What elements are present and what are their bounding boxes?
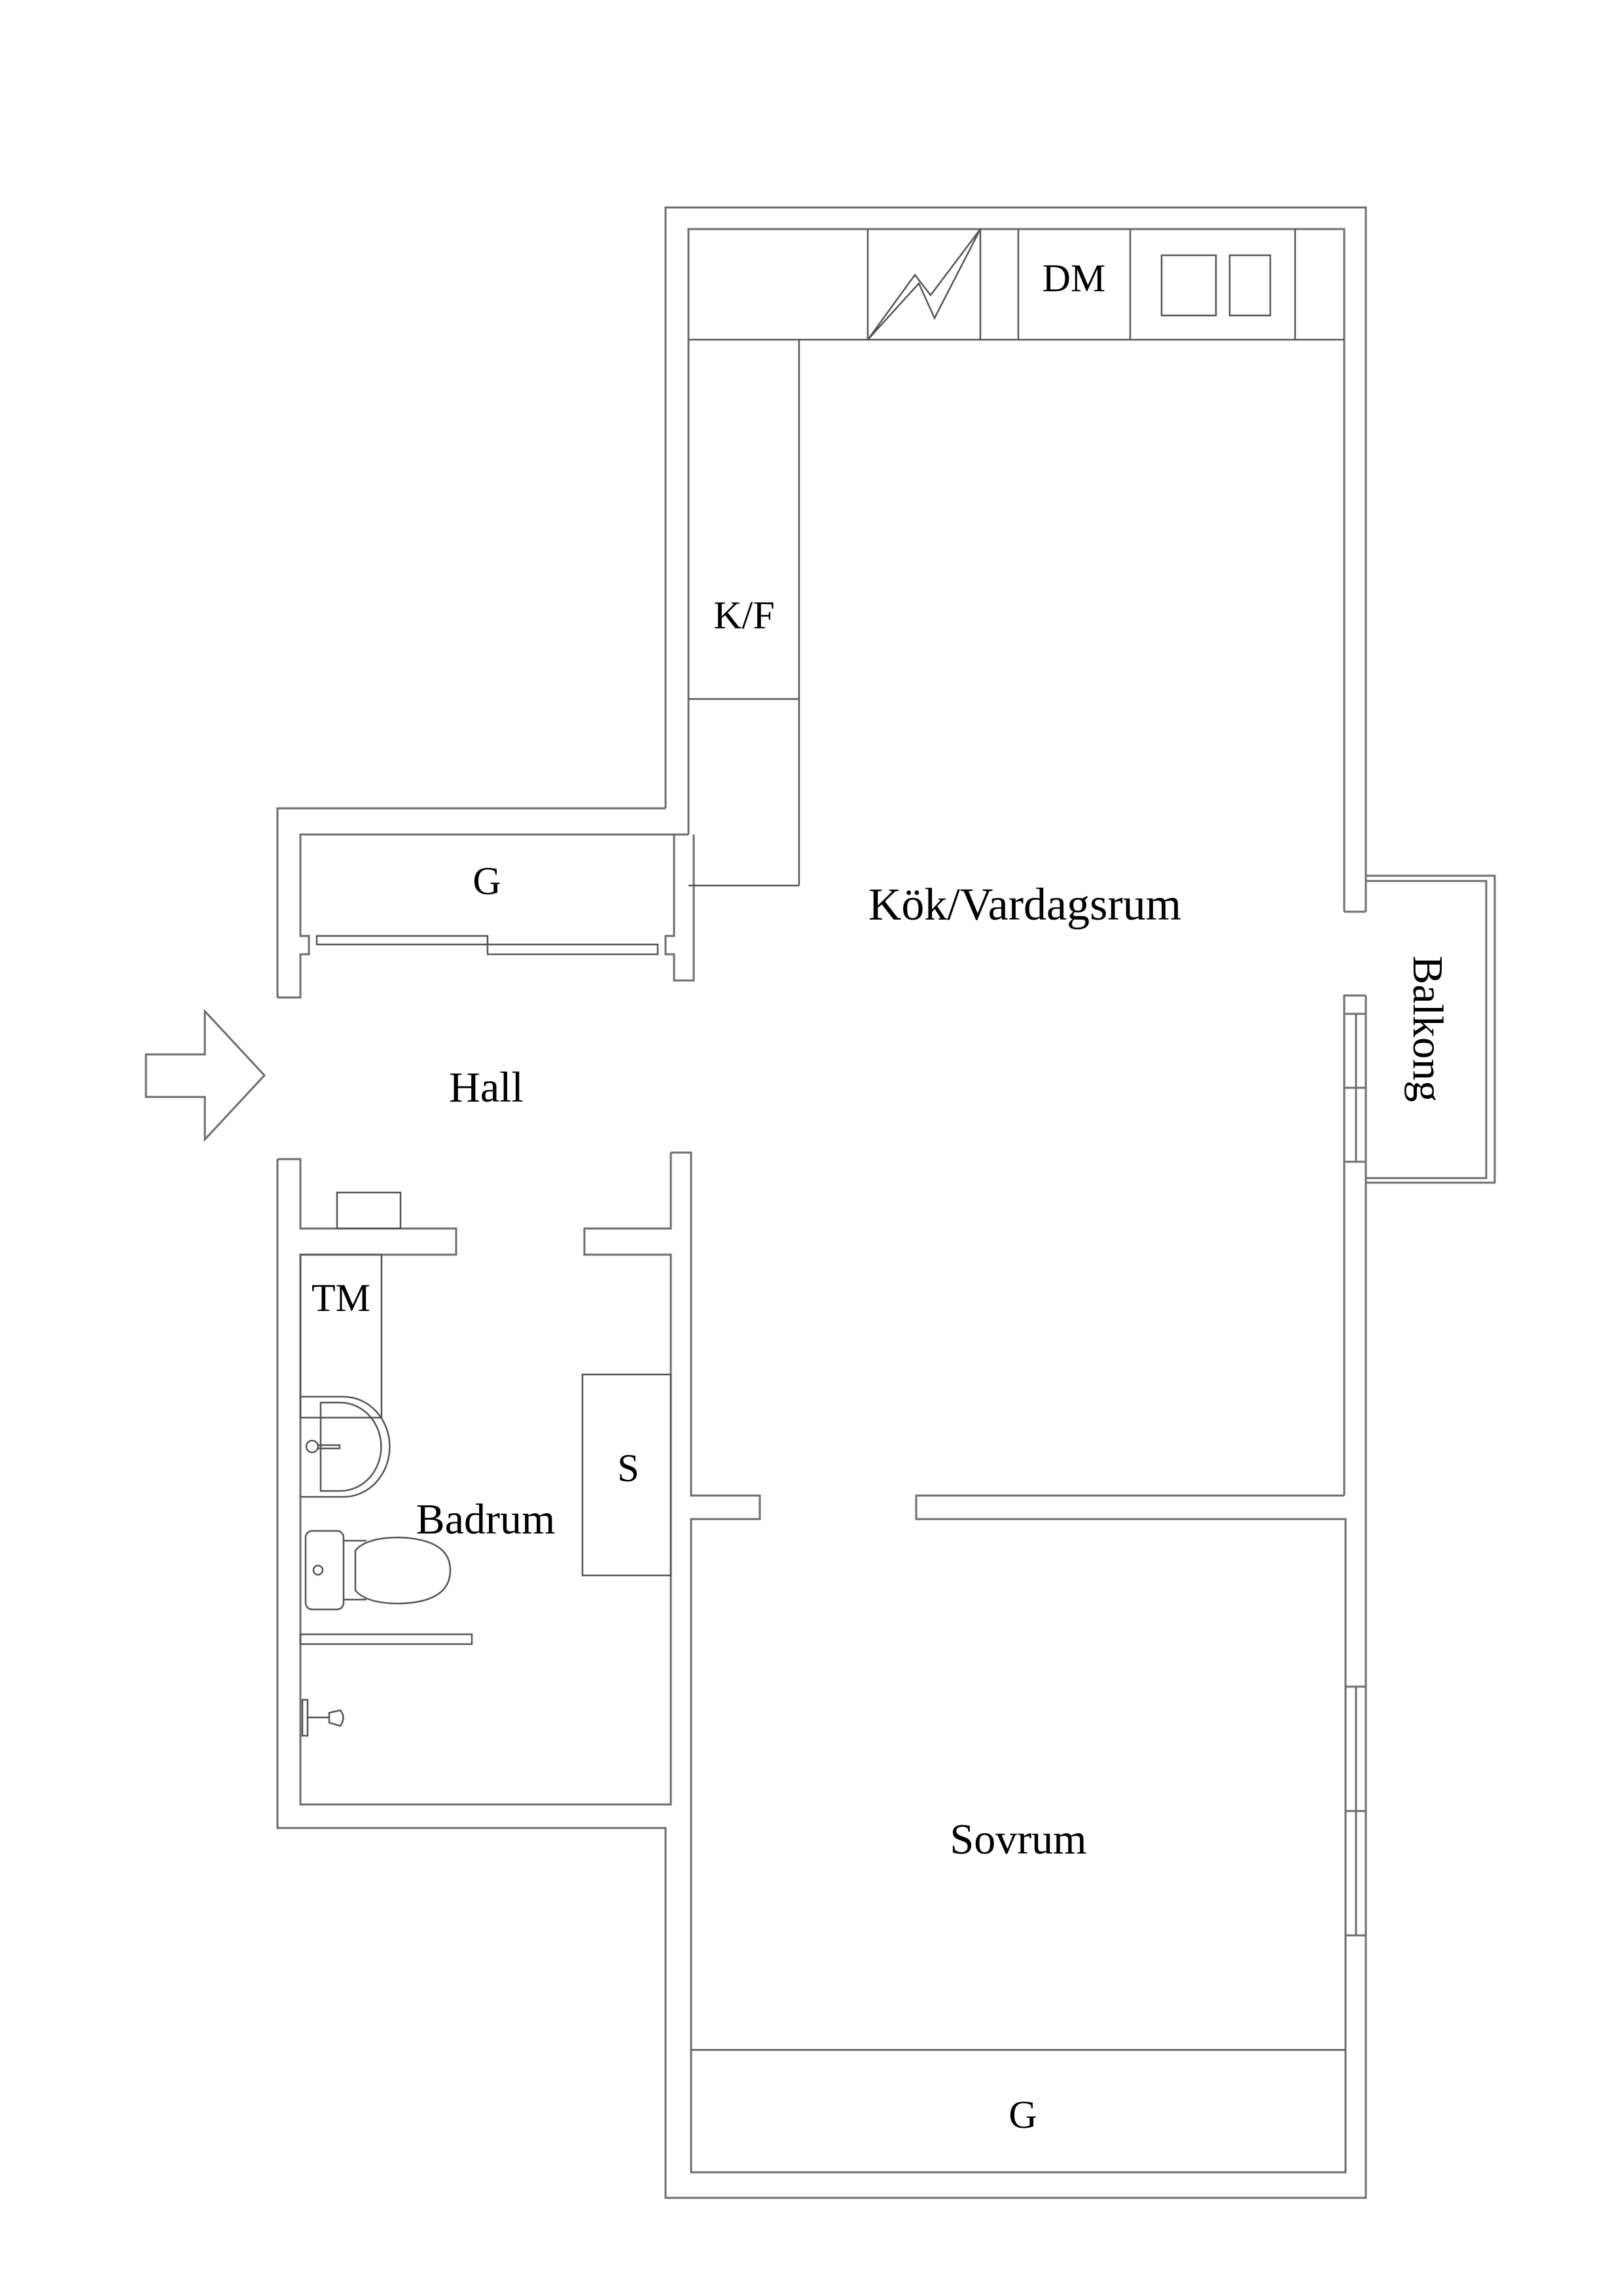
balcony (1366, 874, 1496, 1184)
room-label-kitchen-living: Kök/Vardagsrum (868, 880, 1181, 930)
double-sink-icon (1160, 254, 1272, 317)
label-washing-machine: TM (312, 1276, 370, 1319)
cabinet-box (581, 1373, 672, 1577)
shower-partition (299, 1633, 473, 1645)
exterior-walls (276, 206, 1367, 2199)
room-label-bedroom: Sovrum (950, 1816, 1086, 1863)
shower-mixer-icon (301, 1698, 344, 1737)
label-wardrobe-bedroom: G (1008, 2093, 1037, 2136)
kitchen-counter (688, 229, 1344, 887)
label-cabinet: S (617, 1446, 639, 1490)
entrance-arrow-icon (145, 1009, 266, 1142)
toilet-icon (304, 1530, 452, 1611)
wash-basin-icon (300, 1395, 391, 1498)
room-label-bathroom: Badrum (416, 1496, 556, 1543)
room-label-balcony: Balkong (1404, 956, 1452, 1102)
label-wardrobe-hall: G (473, 859, 501, 903)
room-label-hall: Hall (449, 1064, 524, 1111)
sliding-wardrobe-doors (315, 935, 659, 956)
stove-lightning-icon (866, 228, 982, 340)
label-fridge-freezer: K/F (713, 594, 774, 637)
washing-machine-box (299, 1253, 383, 1419)
label-dishwasher: DM (1043, 257, 1106, 300)
wall-unit (336, 1191, 402, 1230)
